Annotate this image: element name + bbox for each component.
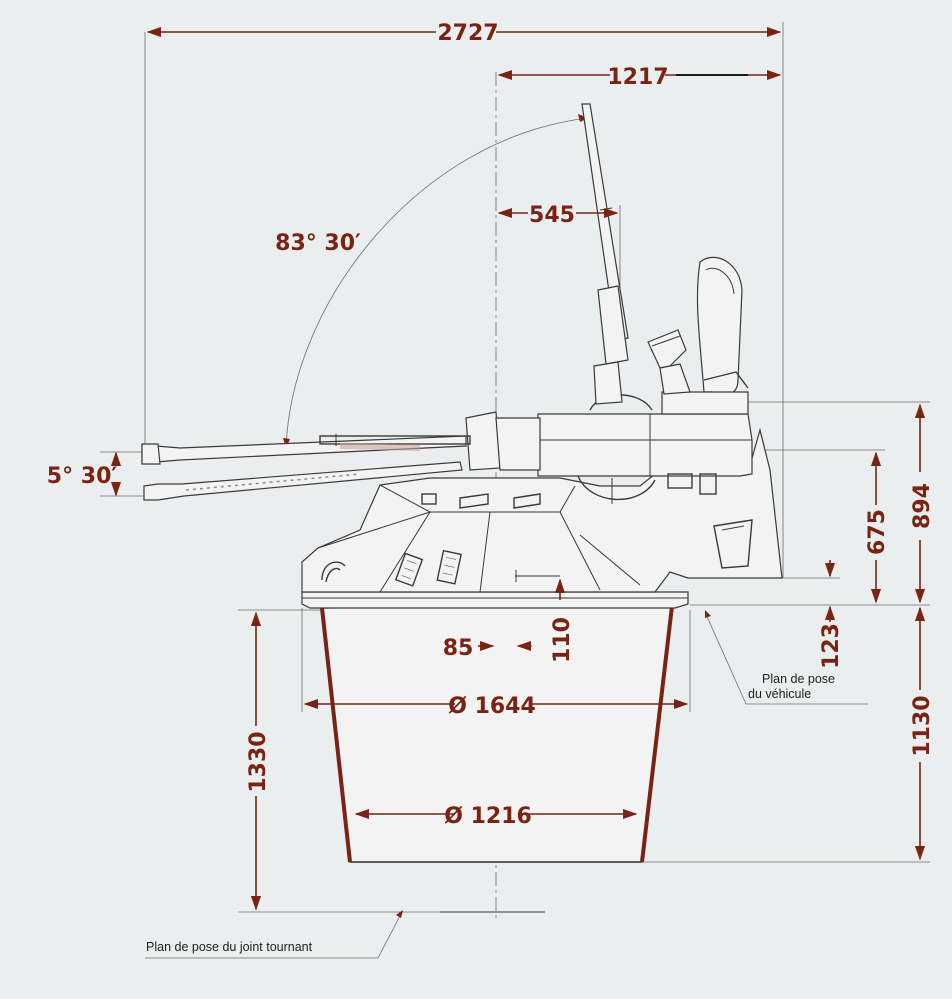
dim-basket-depth: 1330: [246, 731, 271, 792]
dim-total-height: 894: [910, 483, 935, 529]
note-vehicle-plane-line1: Plan de pose: [762, 672, 835, 686]
note-joint-plane: Plan de pose du joint tournant: [146, 940, 313, 954]
dim-rear-overhang: 1217: [607, 65, 668, 90]
dim-offset-x: 85: [443, 636, 474, 661]
gunner-sight: [647, 329, 691, 395]
dim-trunnion-offset: 545: [529, 203, 575, 228]
barrel-raised: [581, 103, 629, 405]
dim-elevation-angle: 83° 30′: [275, 231, 361, 256]
gun-cradle: [465, 394, 753, 504]
note-vehicle-plane-line2: du véhicule: [748, 687, 811, 701]
dim-ring-diameter: Ø 1644: [448, 694, 536, 719]
dim-basket-diameter: Ø 1216: [444, 804, 532, 829]
dim-ring-step: 123: [819, 623, 844, 669]
barrel-horizontal: [141, 434, 471, 465]
elevation-arc: [285, 117, 589, 449]
turret-basket: [320, 605, 674, 863]
dim-overall-length: 2727: [437, 21, 498, 46]
gunner-seat: [661, 256, 749, 415]
turret-ring: [301, 591, 689, 609]
dim-depression-angle: 5° 30′: [47, 464, 118, 489]
dim-depth-below-plane: 1130: [910, 695, 935, 756]
barrel-depressed: [143, 461, 463, 501]
dimension-lines: [110, 26, 926, 959]
dim-offset-y: 110: [550, 617, 575, 663]
dim-turret-height: 675: [865, 509, 890, 555]
